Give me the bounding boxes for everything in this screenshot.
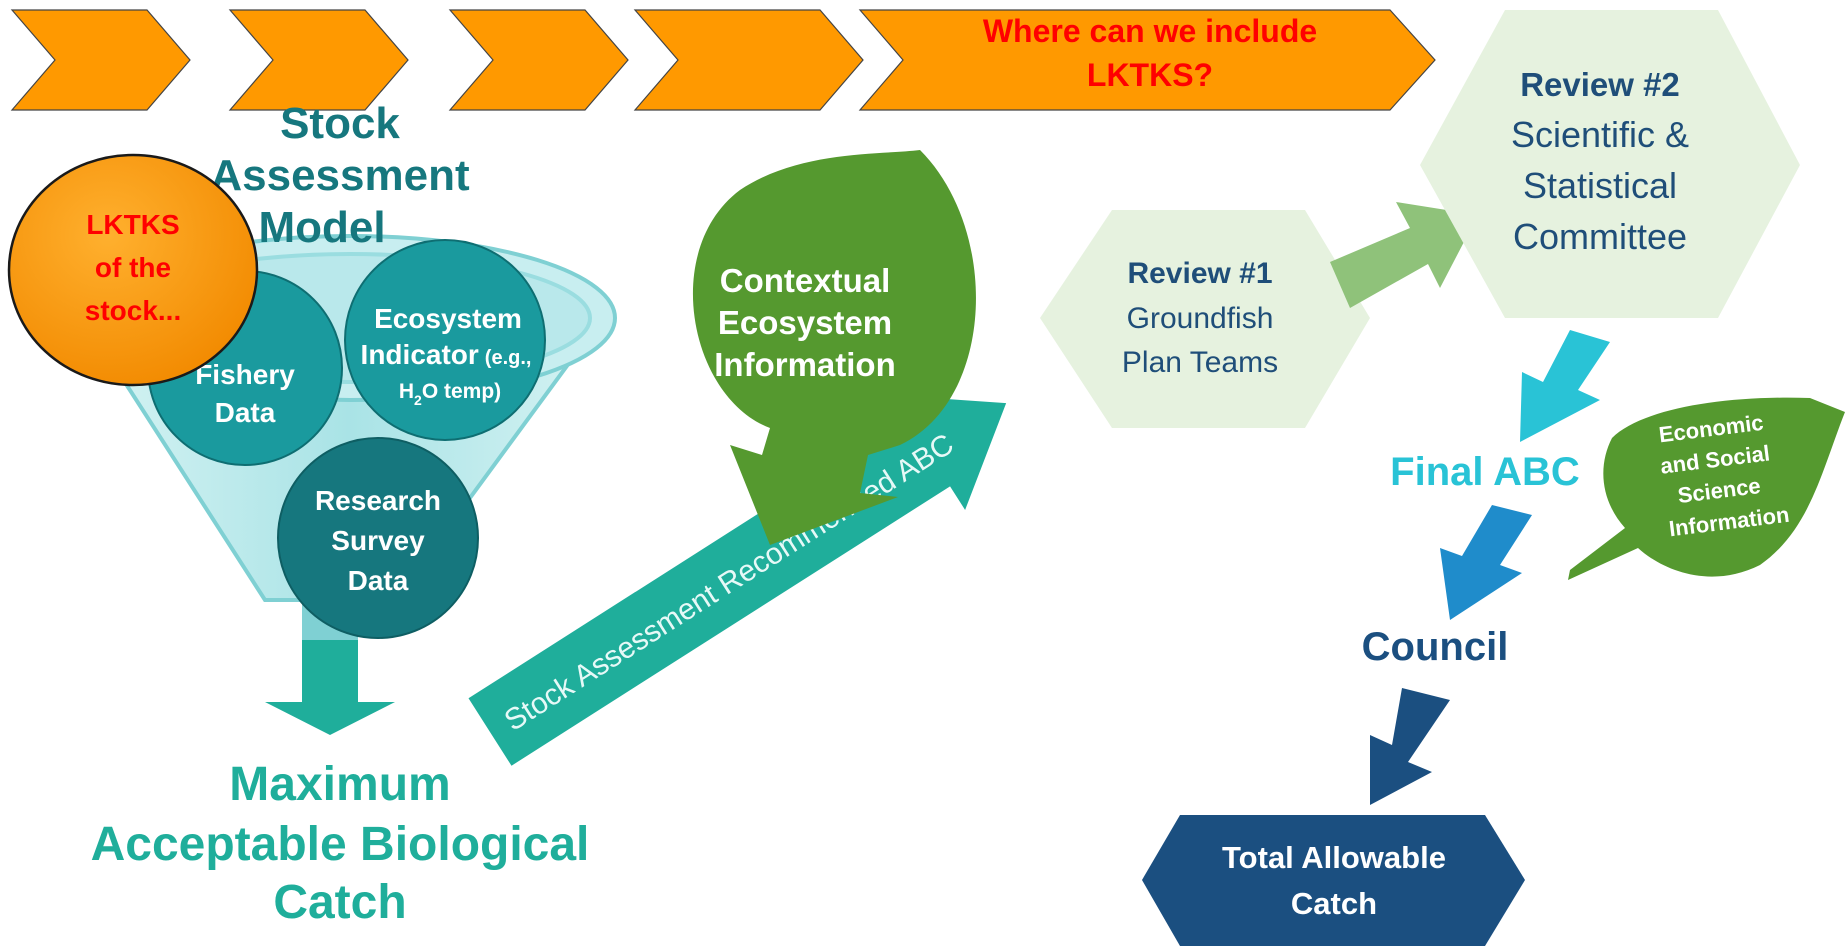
max-abc-line-2: Acceptable Biological xyxy=(91,818,590,871)
chevron-2 xyxy=(228,9,409,111)
tac-line-2: Catch xyxy=(1291,886,1377,921)
contextual-ecosystem-bubble: Contextual Ecosystem Information xyxy=(692,150,976,545)
review-1-line-2: Plan Teams xyxy=(1122,346,1278,379)
ecosystem-label-line-1: Ecosystem xyxy=(374,303,522,334)
contextual-line-1: Contextual xyxy=(720,262,891,299)
max-abc-line-1: Maximum xyxy=(229,758,450,811)
chevron-question xyxy=(858,9,1436,111)
chevron-1 xyxy=(10,9,191,111)
progress-chevrons: Where can we include LKTKS? xyxy=(10,9,1436,111)
funnel-down-arrow xyxy=(265,640,395,735)
chevron-4 xyxy=(633,9,864,111)
lktks-label-line-3: stock... xyxy=(85,295,181,326)
contextual-line-3: Information xyxy=(714,346,895,383)
model-title-line-3: Model xyxy=(258,203,385,252)
review-2-hexagon: Review #2 Scientific & Statistical Commi… xyxy=(1420,10,1800,318)
to-final-abc-arrow xyxy=(1520,330,1610,442)
fishery-label-line-1: Fishery xyxy=(195,359,295,390)
model-title-line-2: Assessment xyxy=(210,151,470,200)
fishery-label-line-2: Data xyxy=(215,397,276,428)
council-label: Council xyxy=(1362,625,1509,669)
economic-social-bubble: Economic and Social Science Information xyxy=(1568,397,1845,580)
max-abc-line-3: Catch xyxy=(273,876,406,929)
survey-label-line-1: Research xyxy=(315,485,441,516)
recommended-abc-label: Stock Assessment Recommended ABC xyxy=(499,428,960,738)
lktks-stock-ellipse: LKTKS of the stock... xyxy=(7,153,259,387)
tac-line-1: Total Allowable xyxy=(1222,840,1446,875)
review-1-title: Review #1 xyxy=(1127,257,1272,290)
question-line-1: Where can we include xyxy=(983,13,1317,49)
review-transition-arrow xyxy=(1330,202,1478,308)
chevron-3 xyxy=(448,9,629,111)
total-allowable-catch-hexagon: Total Allowable Catch xyxy=(1142,815,1525,946)
review-1-hexagon: Review #1 Groundfish Plan Teams xyxy=(1040,210,1370,428)
question-line-2: LKTKS? xyxy=(1087,57,1213,93)
to-tac-arrow xyxy=(1370,688,1450,805)
review-2-line-2: Statistical xyxy=(1523,165,1677,206)
review-2-line-3: Committee xyxy=(1513,216,1687,257)
review-1-line-1: Groundfish xyxy=(1127,302,1274,335)
lktks-label-line-1: LKTKS xyxy=(86,209,179,240)
ecosystem-indicator-circle: Ecosystem Indicator(e.g., H2O temp) xyxy=(344,239,546,441)
model-title-line-1: Stock xyxy=(280,99,400,148)
survey-label-line-3: Data xyxy=(348,565,409,596)
to-council-arrow xyxy=(1440,505,1532,620)
research-survey-circle: Research Survey Data xyxy=(277,437,479,639)
ecosystem-label-line-3: H2O temp) xyxy=(399,380,501,408)
lktks-label-line-2: of the xyxy=(95,252,171,283)
contextual-line-2: Ecosystem xyxy=(718,304,892,341)
ecosystem-label-line-2: Indicator(e.g., xyxy=(361,339,532,370)
review-2-title: Review #2 xyxy=(1520,66,1680,103)
survey-label-line-2: Survey xyxy=(331,525,425,556)
review-2-line-1: Scientific & xyxy=(1511,114,1689,155)
final-abc-label: Final ABC xyxy=(1390,450,1580,494)
